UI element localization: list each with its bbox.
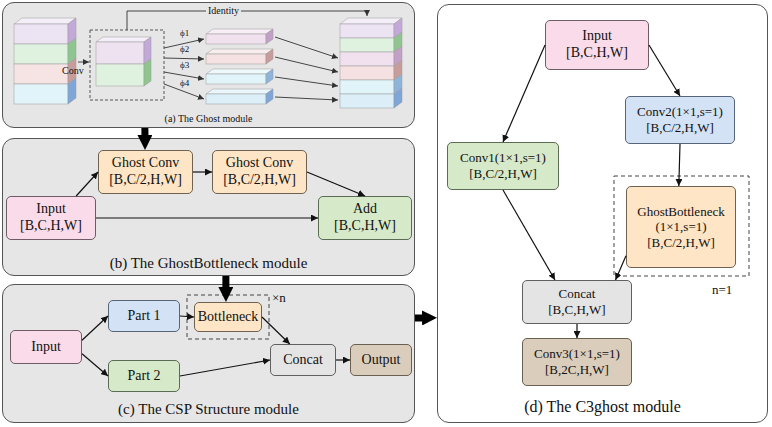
annotation-label: ϕ4 bbox=[180, 79, 189, 89]
box-text: Conv2(1×1,s=1) bbox=[635, 104, 725, 120]
box-text: GhostBottleneck (1×1,s=1) bbox=[627, 204, 735, 235]
box-text: [B,C,H,W] bbox=[546, 302, 607, 318]
process-box: Conv1(1×1,s=1)[B,C/2,H,W] bbox=[447, 142, 559, 190]
process-box: Part 2 bbox=[108, 360, 180, 392]
annotation-label: ϕ1 bbox=[180, 29, 189, 39]
box-text: Ghost Conv bbox=[110, 155, 181, 172]
panel-caption: (b) The GhostBottleneck module bbox=[108, 254, 310, 272]
process-box: GhostBottleneck (1×1,s=1)[B,C/2,H,W] bbox=[626, 186, 736, 268]
box-text: Part 1 bbox=[125, 308, 162, 325]
process-box: Input[B,C,H,W] bbox=[545, 20, 649, 70]
box-text: [B,C,H,W] bbox=[332, 218, 398, 235]
annotation-label: ×n bbox=[272, 291, 286, 305]
box-text: Part 2 bbox=[125, 368, 162, 385]
process-box: Input bbox=[10, 330, 82, 364]
annotation-label: n=1 bbox=[712, 283, 732, 297]
process-box: Output bbox=[350, 344, 412, 376]
panel-caption: (c) The CSP Structure module bbox=[116, 400, 301, 418]
box-text: Add bbox=[351, 201, 379, 218]
process-box: Part 1 bbox=[108, 300, 180, 332]
box-text: Ghost Conv bbox=[224, 155, 295, 172]
box-text: Concat bbox=[557, 286, 598, 302]
box-text: Conv1(1×1,s=1) bbox=[458, 150, 548, 166]
block-arrow bbox=[415, 314, 422, 321]
box-text: Bottleneck bbox=[196, 309, 261, 326]
box-text: [B,C/2,H,W] bbox=[467, 166, 539, 182]
box-text: Concat bbox=[281, 352, 325, 369]
box-text: [B,2C,H,W] bbox=[543, 362, 611, 378]
box-text: [B,C/2,H,W] bbox=[221, 172, 298, 189]
annotation-label: Identity bbox=[206, 5, 241, 16]
annotation-label: Conv bbox=[62, 65, 84, 76]
box-text: [B,C/2,H,W] bbox=[107, 172, 184, 189]
box-text: Conv3(1×1,s=1) bbox=[532, 346, 622, 362]
process-box: Bottleneck bbox=[194, 302, 262, 332]
process-box: Conv2(1×1,s=1)[B,C/2,H,W] bbox=[625, 96, 735, 144]
dashed-frame bbox=[614, 176, 749, 276]
panel-caption: (a) The Ghost module bbox=[163, 113, 255, 125]
module-panel: (d) The C3ghost moduleInput[B,C,H,W]Conv… bbox=[437, 4, 768, 423]
box-text: Input bbox=[29, 339, 63, 356]
process-box: Concat bbox=[270, 344, 336, 376]
module-panel: (c) The CSP Structure module Input Part 1 B… bbox=[2, 284, 415, 423]
box-text: Input bbox=[34, 201, 68, 218]
process-box: Concat[B,C,H,W] bbox=[522, 280, 632, 324]
module-panel: (b) The GhostBottleneck moduleInput[B,C,… bbox=[2, 138, 415, 276]
box-text: [B,C/2,H,W] bbox=[645, 235, 717, 251]
box-text: [B,C,H,W] bbox=[18, 218, 84, 235]
annotation-label: ϕ2 bbox=[180, 45, 189, 55]
process-box: Input[B,C,H,W] bbox=[6, 196, 96, 240]
process-box: Add[B,C,H,W] bbox=[318, 196, 412, 240]
box-text: Input bbox=[580, 28, 614, 45]
panel-caption: (d) The C3ghost module bbox=[522, 397, 683, 416]
box-text: [B,C,H,W] bbox=[564, 45, 630, 62]
process-box: Ghost Conv[B,C/2,H,W] bbox=[98, 150, 193, 194]
box-text: [B,C/2,H,W] bbox=[644, 120, 716, 136]
block-arrow bbox=[141, 128, 148, 135]
process-box: Ghost Conv[B,C/2,H,W] bbox=[212, 150, 307, 194]
box-text: Output bbox=[360, 352, 403, 369]
annotation-label: ϕ3 bbox=[180, 61, 189, 71]
process-box: Conv3(1×1,s=1)[B,2C,H,W] bbox=[522, 338, 632, 386]
